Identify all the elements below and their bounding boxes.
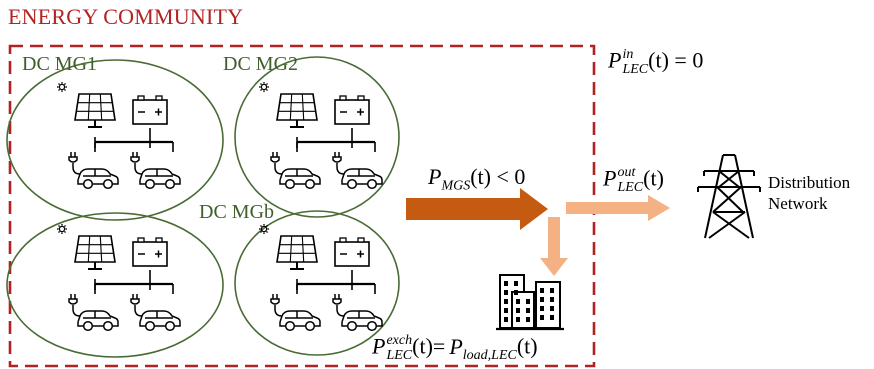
mg2-ellipse: [234, 56, 400, 218]
mgs-power-arrow: [406, 188, 548, 230]
lec-out-arrow: [566, 195, 670, 221]
distribution-network-label: Distribution Network: [768, 172, 850, 215]
mg1-label: DC MG1: [22, 53, 98, 75]
mg1-components: [57, 82, 180, 188]
mgb-right-ellipse: [234, 210, 400, 356]
mg2-label: DC MG2: [223, 53, 299, 75]
community-title: ENERGY COMMUNITY: [8, 4, 244, 29]
mgb-label: DC MGb: [199, 201, 275, 223]
mgb-right-components: [259, 224, 382, 330]
distribution-line1: Distribution: [768, 173, 851, 192]
transmission-tower-icon: [697, 154, 761, 239]
building-windows: [504, 281, 554, 322]
mg2-components: [259, 82, 382, 188]
mg1-ellipse: [6, 59, 224, 221]
mgb-left-components: [57, 224, 180, 330]
lec-exch-arrow: [540, 217, 568, 276]
p-mgs-equation: PMGS(t) < 0: [428, 164, 526, 194]
distribution-line2: Network: [768, 194, 828, 214]
mgb-left-ellipse: [6, 212, 224, 358]
